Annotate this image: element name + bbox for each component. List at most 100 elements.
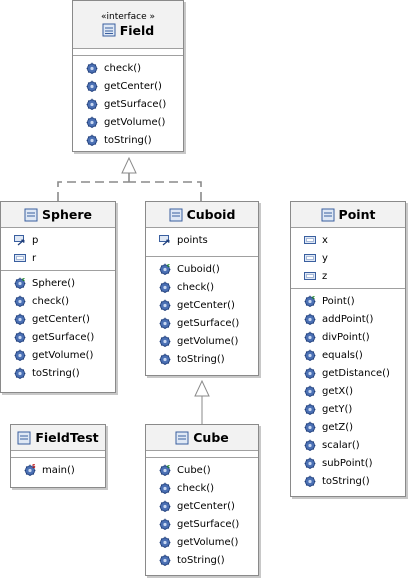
methods-section: check() getCenter() getSurface() getVolume(…	[73, 56, 183, 152]
method-icon	[14, 295, 26, 307]
method-item[interactable]: toString()	[1, 364, 115, 382]
method-item[interactable]: getY()	[291, 400, 405, 418]
attribute-item[interactable]: y	[291, 249, 405, 267]
attribute-item[interactable]: x	[291, 231, 405, 249]
method-item[interactable]: c Cuboid()	[146, 260, 258, 278]
method-item[interactable]: getCenter()	[73, 77, 183, 95]
member-label: getCenter()	[177, 500, 235, 512]
constructor-icon: c	[304, 295, 316, 307]
member-label: Cube()	[177, 464, 211, 476]
member-label: check()	[177, 281, 215, 293]
method-item[interactable]: check()	[146, 479, 258, 497]
field-icon	[304, 272, 316, 280]
method-icon	[159, 335, 171, 347]
method-item[interactable]: subPoint()	[291, 454, 405, 472]
stereotype-label: «interface »	[100, 11, 155, 22]
class-name: FieldTest	[35, 430, 99, 445]
method-item[interactable]: getVolume()	[146, 533, 258, 551]
method-item[interactable]: getCenter()	[146, 296, 258, 314]
svg-text:c: c	[167, 263, 170, 269]
method-item[interactable]: toString()	[146, 350, 258, 368]
sphere-realization-line	[57, 181, 129, 201]
method-item[interactable]: getX()	[291, 382, 405, 400]
member-label: toString()	[322, 475, 370, 487]
member-label: getCenter()	[32, 313, 90, 325]
method-icon	[86, 62, 98, 74]
member-label: toString()	[177, 353, 225, 365]
method-icon	[304, 439, 316, 451]
method-item[interactable]: addPoint()	[291, 310, 405, 328]
member-label: addPoint()	[322, 313, 374, 325]
member-label: getDistance()	[322, 367, 390, 379]
method-item[interactable]: getZ()	[291, 418, 405, 436]
member-label: p	[32, 234, 39, 246]
member-label: Cuboid()	[177, 263, 220, 275]
method-item[interactable]: getCenter()	[1, 310, 115, 328]
attribute-item[interactable]: p	[1, 231, 115, 249]
attribute-item[interactable]: r	[1, 249, 115, 267]
method-item[interactable]: toString()	[146, 551, 258, 569]
method-item[interactable]: check()	[1, 292, 115, 310]
field-icon	[14, 254, 26, 262]
interface-icon	[102, 23, 116, 37]
method-item[interactable]: equals()	[291, 346, 405, 364]
attributes-section	[11, 451, 105, 458]
association-icon	[159, 235, 170, 246]
member-label: z	[322, 270, 328, 282]
method-icon	[159, 482, 171, 494]
method-icon	[304, 475, 316, 487]
attribute-item[interactable]: z	[291, 267, 405, 285]
method-icon	[304, 367, 316, 379]
method-item[interactable]: getSurface()	[73, 95, 183, 113]
method-item[interactable]: getSurface()	[146, 515, 258, 533]
method-item[interactable]: check()	[73, 59, 183, 77]
method-item[interactable]: getVolume()	[1, 346, 115, 364]
method-item[interactable]: toString()	[73, 131, 183, 149]
class-icon	[169, 208, 183, 221]
member-label: x	[322, 234, 328, 246]
method-item[interactable]: getSurface()	[146, 314, 258, 332]
method-item[interactable]: getVolume()	[146, 332, 258, 350]
member-label: subPoint()	[322, 457, 373, 469]
method-icon	[304, 457, 316, 469]
member-label: getSurface()	[32, 331, 95, 343]
method-item[interactable]: divPoint()	[291, 328, 405, 346]
method-item[interactable]: scalar()	[291, 436, 405, 454]
attributes-section	[73, 49, 183, 56]
method-icon	[159, 353, 171, 365]
attribute-item[interactable]: points	[146, 231, 258, 249]
method-icon	[86, 98, 98, 110]
method-item[interactable]: getVolume()	[73, 113, 183, 131]
method-item[interactable]: getCenter()	[146, 497, 258, 515]
class-icon	[24, 208, 38, 221]
method-icon	[304, 403, 316, 415]
method-item[interactable]: getSurface()	[1, 328, 115, 346]
member-label: toString()	[104, 134, 152, 146]
method-icon	[304, 313, 316, 325]
method-item[interactable]: check()	[146, 278, 258, 296]
class-field[interactable]: «interface » Field check()getCenter()get…	[72, 0, 184, 152]
member-label: check()	[32, 295, 70, 307]
class-name: Point	[338, 207, 376, 222]
member-label: getSurface()	[104, 98, 167, 110]
method-item[interactable]: toString()	[291, 472, 405, 490]
member-label: getVolume()	[177, 536, 239, 548]
member-label: getCenter()	[104, 80, 162, 92]
method-item[interactable]: getDistance()	[291, 364, 405, 382]
method-icon	[159, 281, 171, 293]
member-label: scalar()	[322, 439, 360, 451]
